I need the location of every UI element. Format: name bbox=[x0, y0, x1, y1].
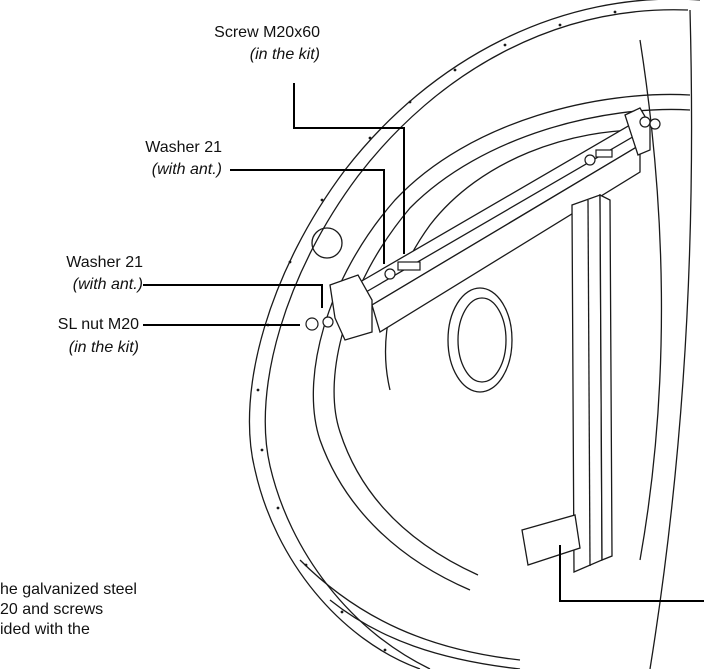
washer-top-label: Washer 21 bbox=[145, 139, 222, 156]
leader-screw bbox=[293, 83, 405, 254]
rim-rivets bbox=[256, 10, 617, 652]
dish-right-arc-1 bbox=[649, 9, 693, 669]
leader-washer-left bbox=[143, 284, 323, 308]
screw-note: (in the kit) bbox=[249, 46, 320, 63]
feed-opening-inner bbox=[457, 297, 507, 383]
bottom-note-line-2: 20 and screws bbox=[0, 601, 104, 618]
dish-rim-inner-edge bbox=[264, 9, 689, 669]
screw-label: Screw M20x60 bbox=[214, 24, 320, 41]
bottom-note-line-3: ided with the bbox=[0, 621, 90, 638]
support-beam bbox=[359, 124, 641, 333]
dish-ring-3 bbox=[384, 129, 651, 391]
post-base-bracket bbox=[521, 514, 581, 566]
dish-outer-rim bbox=[248, 0, 700, 669]
nut-note: (in the kit) bbox=[68, 339, 139, 356]
vertical-post bbox=[521, 193, 613, 573]
feed-opening-outer bbox=[447, 287, 513, 393]
nut-label: SL nut M20 bbox=[57, 316, 139, 333]
dish-bottom-arc-1 bbox=[299, 559, 521, 661]
leader-lines bbox=[143, 83, 704, 602]
washer-top-note: (with ant.) bbox=[151, 161, 222, 178]
screw-shape bbox=[397, 261, 421, 271]
dish-bottom-arc-2 bbox=[329, 599, 521, 669]
leader-washer-top bbox=[230, 169, 385, 264]
washer-left-shape bbox=[322, 316, 334, 328]
bottom-note-line-1: he galvanized steel bbox=[0, 581, 137, 598]
washer-left-label: Washer 21 bbox=[66, 254, 143, 271]
washer-top-shape bbox=[384, 268, 396, 280]
leader-bottom bbox=[559, 545, 704, 602]
left-bracket bbox=[329, 274, 373, 341]
washer-left-note: (with ant.) bbox=[72, 276, 143, 293]
dish-right-arc-2 bbox=[639, 39, 663, 561]
nut-shape bbox=[305, 317, 319, 331]
dish-hole bbox=[311, 227, 343, 259]
